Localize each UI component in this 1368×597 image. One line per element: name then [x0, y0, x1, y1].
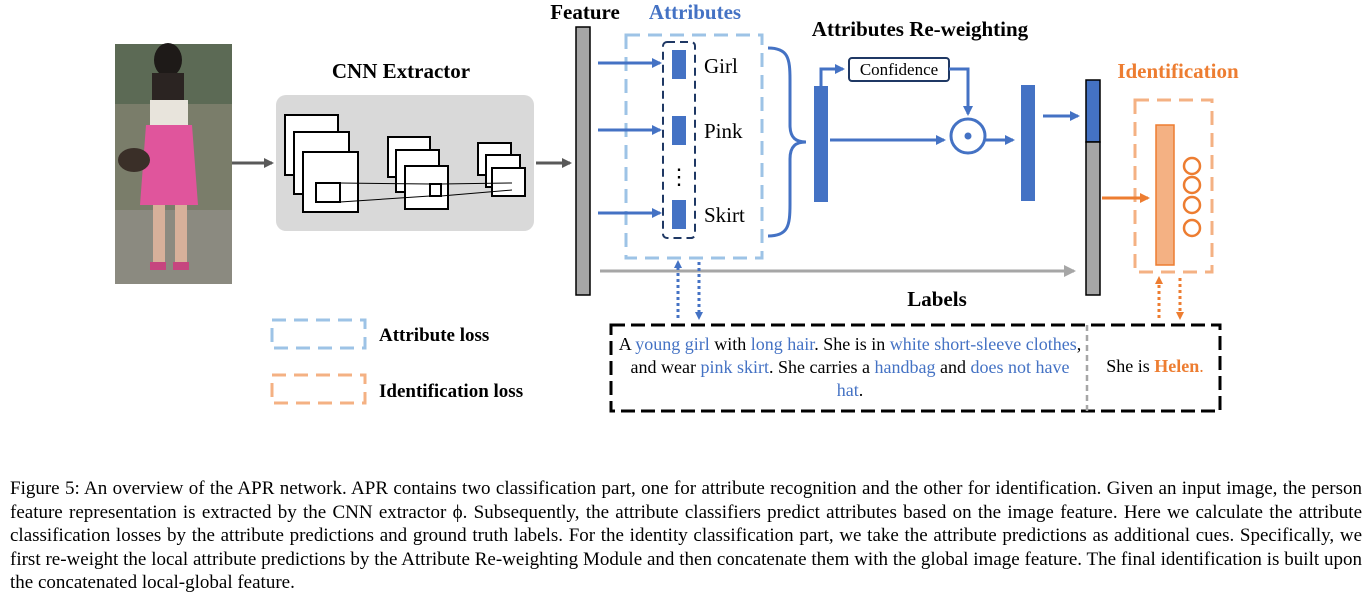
arrow-confidence-to-product: [949, 67, 973, 116]
id-classifier-bar: [1155, 124, 1175, 266]
elementwise-product-dot: [964, 132, 972, 140]
labels-title: Labels: [907, 287, 967, 311]
reweighting-title: Attributes Re-weighting: [812, 17, 1029, 41]
legend-identification-loss-swatch: [270, 373, 367, 405]
concat-global-part: [1085, 141, 1101, 296]
confidence-label: Confidence: [860, 60, 938, 79]
identification-loss-box: [1133, 98, 1214, 274]
attributes-label: Attributes: [649, 0, 741, 24]
attr-bar-girl: [672, 50, 686, 79]
legend-identification-loss-label: Identification loss: [379, 381, 523, 402]
feature-label: Feature: [550, 0, 620, 24]
attr-bar-skirt: [672, 200, 686, 229]
labels-box: [609, 323, 1222, 413]
attribute-predictions-box: [662, 41, 696, 239]
attribute-description-text: A young girl with long hair. She is in w…: [618, 334, 1082, 400]
arrow-to-confidence: [819, 64, 845, 86]
figure-caption: Figure 5: An overview of the APR network…: [10, 478, 1362, 593]
attribute-loss-box: [624, 33, 764, 260]
identity-label-text: She is Helen.: [1106, 356, 1204, 376]
input-person-image: [115, 43, 232, 284]
global-feature-bar: [575, 26, 591, 296]
concat-attr-bar: [814, 86, 828, 202]
attr-label-skirt: Skirt: [704, 203, 745, 227]
concat-local-part: [1085, 79, 1101, 143]
identification-label: Identification: [1117, 59, 1239, 83]
legend-attribute-loss-swatch: [270, 318, 367, 350]
apr-network-diagram: CNN Extractor Feature Attributes Girl Pi…: [115, 0, 1239, 413]
attr-bar-pink: [672, 116, 686, 145]
id-output-nodes: [1182, 156, 1202, 238]
attr-label-girl: Girl: [704, 54, 738, 78]
attr-label-pink: Pink: [704, 119, 743, 143]
legend-attribute-loss-label: Attribute loss: [379, 325, 489, 346]
cnn-extractor-title: CNN Extractor: [332, 59, 470, 83]
attr-vertical-dots: ⋮: [668, 164, 690, 189]
reweighted-attr-bar: [1021, 85, 1035, 201]
attributes-brace: [767, 46, 807, 238]
cnn-layers-diagram: [284, 114, 526, 213]
